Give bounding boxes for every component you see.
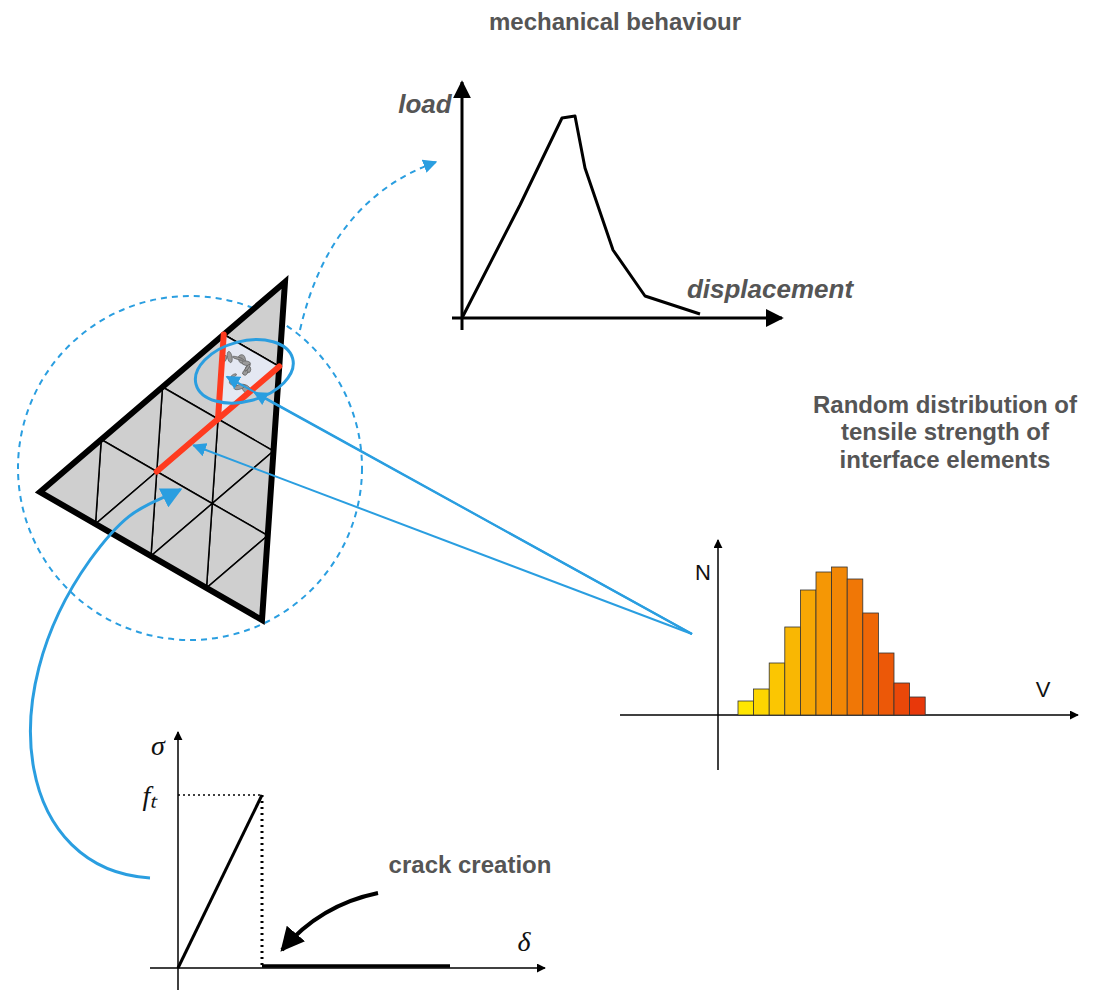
histogram-bar — [769, 663, 785, 715]
callout-label: crack creation — [389, 851, 552, 879]
histogram-bar — [738, 701, 754, 715]
histogram-bar — [754, 689, 770, 715]
histogram-bar — [863, 613, 879, 715]
law-drop — [261, 795, 264, 968]
pointer-line — [255, 393, 692, 634]
law-line — [262, 964, 450, 968]
histogram-bar — [800, 590, 816, 715]
histogram-bar — [878, 653, 894, 715]
load-curve — [462, 116, 700, 318]
pointer-line — [193, 445, 692, 634]
aggregate — [226, 351, 233, 363]
callout-arrow — [282, 893, 378, 950]
histogram-bar — [832, 567, 848, 715]
axis — [461, 82, 464, 330]
aggregate — [244, 364, 251, 372]
guide-line — [178, 794, 262, 796]
zoom-pointer — [300, 162, 436, 330]
pointer-line — [227, 377, 692, 634]
strength-label: fₜ — [143, 780, 158, 812]
mesh — [40, 282, 300, 620]
aggregate — [231, 373, 237, 378]
axis-label: displacement — [687, 275, 853, 305]
axis-label: N — [695, 560, 711, 585]
law-line — [178, 795, 262, 968]
axis — [717, 540, 719, 770]
axis — [452, 317, 782, 320]
axis — [177, 732, 179, 990]
histogram-bar — [785, 627, 801, 715]
crack-interface — [157, 419, 218, 472]
histogram-bar — [816, 572, 832, 715]
axis-label: δ — [517, 926, 530, 958]
chart-title: mechanical behaviour — [489, 8, 741, 36]
axis-label: load — [398, 90, 451, 120]
axis-label: σ — [151, 730, 165, 762]
pointer-lines — [30, 377, 692, 878]
chart-title: Random distribution of tensile strength … — [795, 391, 1095, 474]
highlight-ellipse — [188, 329, 300, 413]
pointer-curve — [30, 490, 180, 879]
histogram-bar — [894, 683, 910, 715]
aggregate — [215, 360, 218, 363]
domain-border — [40, 282, 285, 620]
histogram-bar — [910, 697, 926, 715]
aggregate — [204, 371, 211, 377]
aggregate — [232, 356, 244, 361]
histogram — [620, 540, 1078, 770]
axis-label: V — [1036, 677, 1051, 702]
aggregate — [206, 366, 211, 371]
histogram-bar — [847, 579, 863, 715]
